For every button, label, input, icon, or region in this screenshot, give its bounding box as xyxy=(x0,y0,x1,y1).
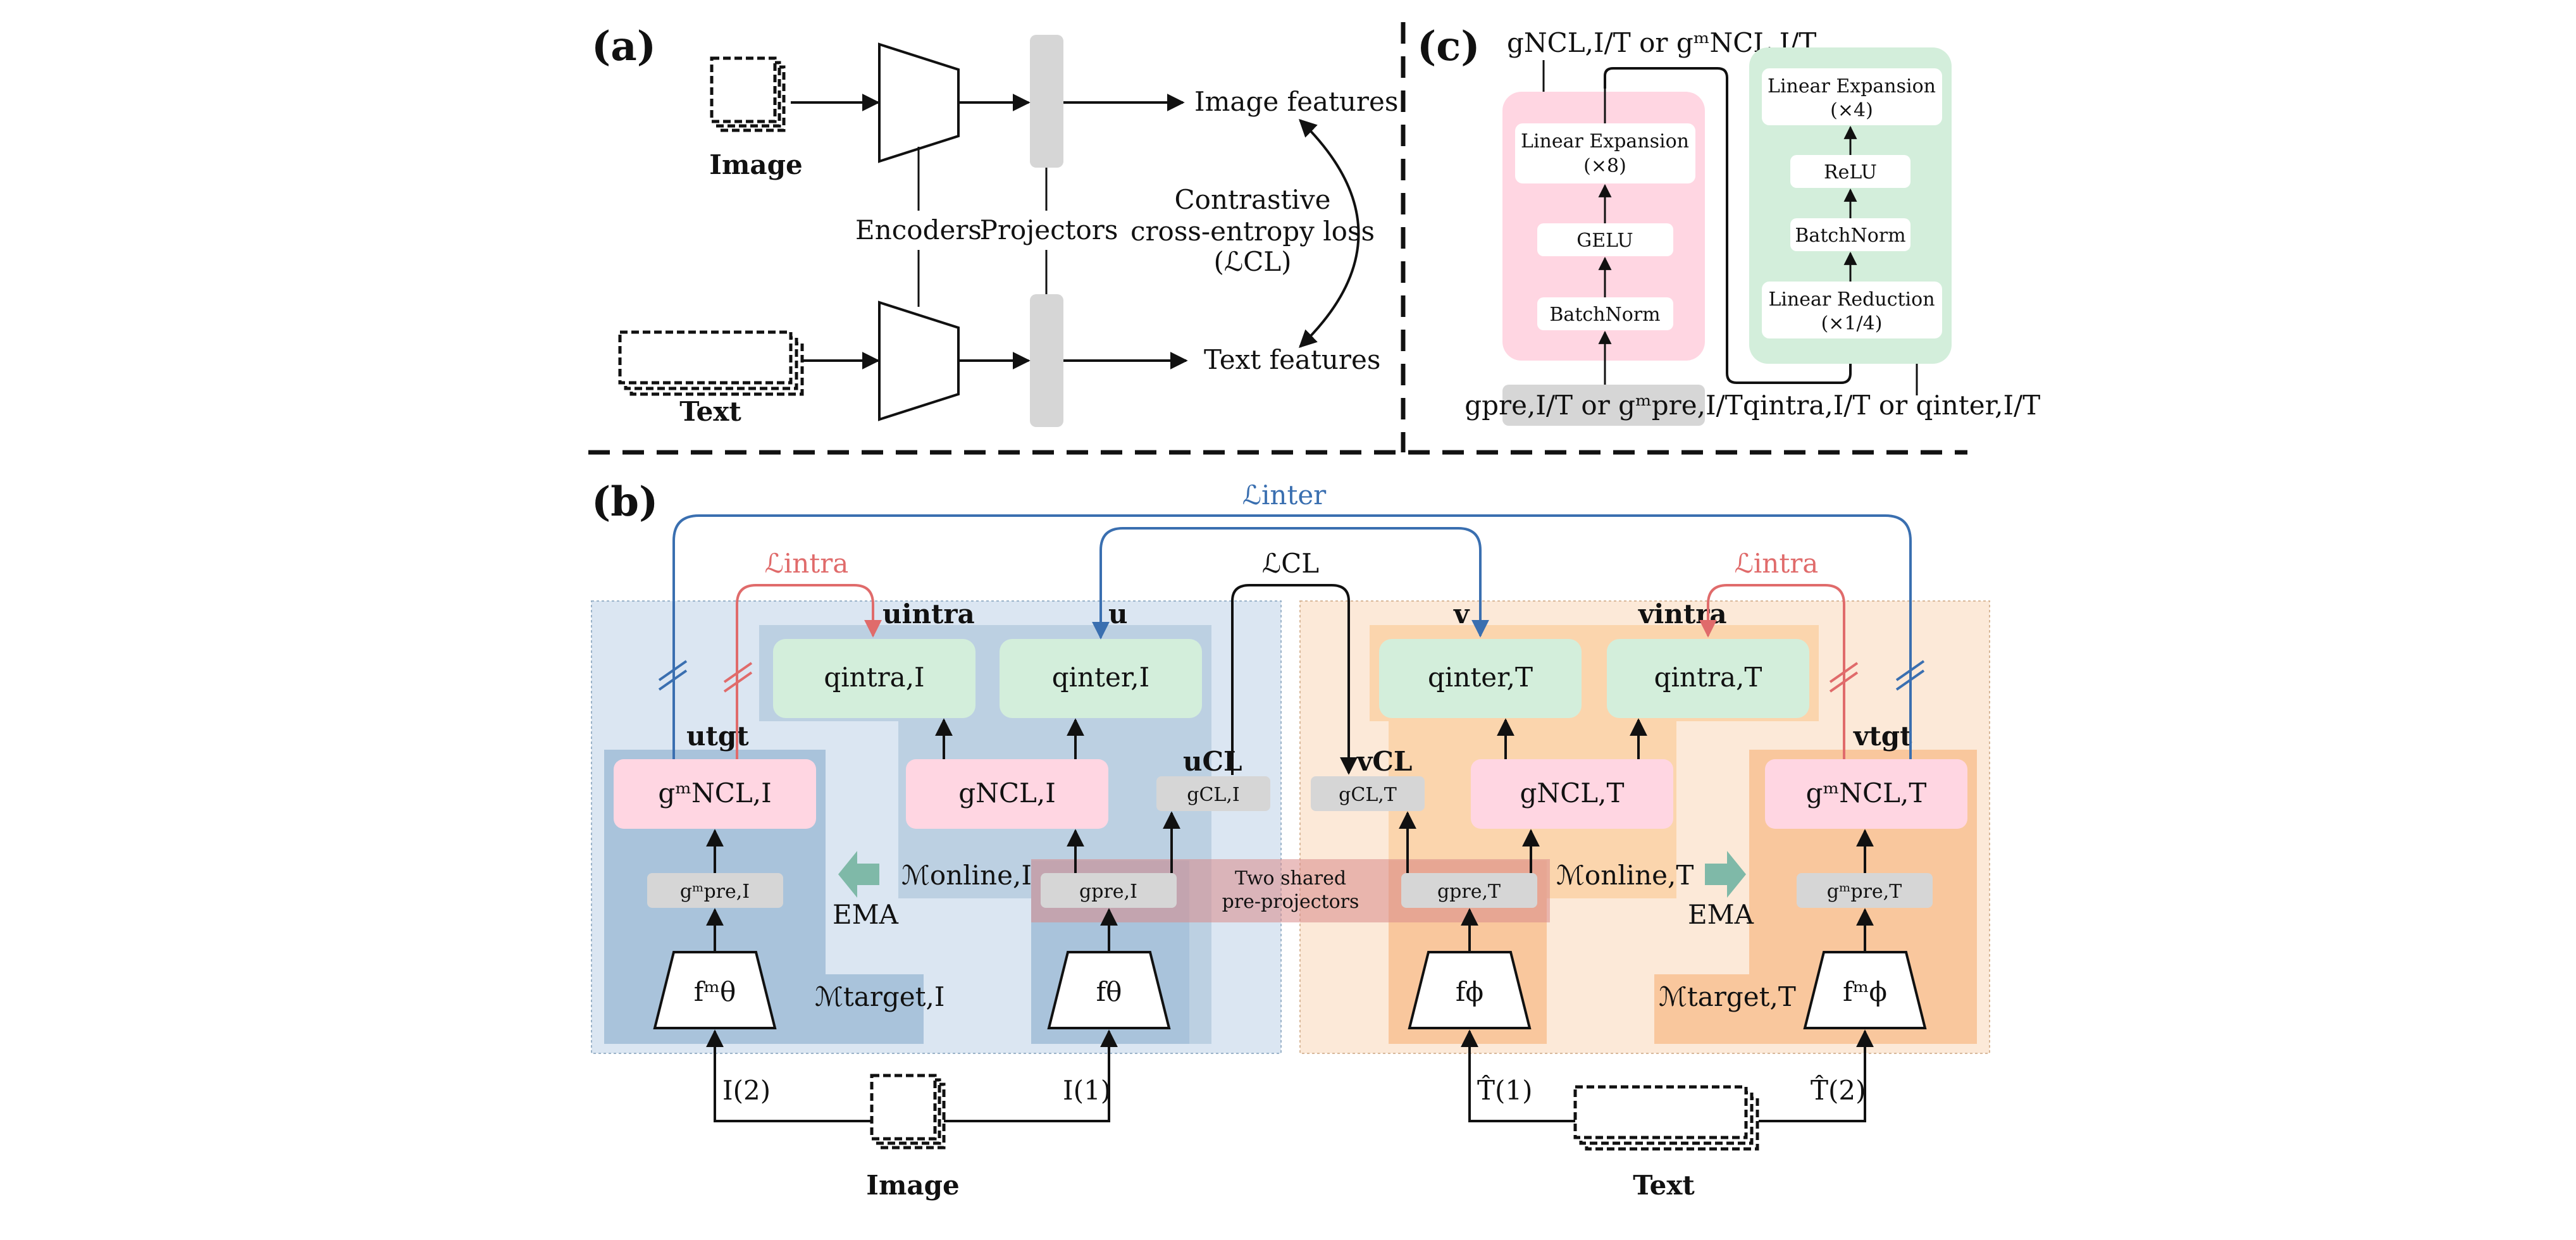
green-block-linear-reduction: Linear Reduction xyxy=(1768,288,1935,311)
g-pre-m-I-label: gᵐpre,I xyxy=(680,881,750,903)
panel-c-label: (c) xyxy=(1417,23,1480,70)
loss-cl-arrow xyxy=(1231,584,1358,775)
m-online-I-label: ℳonline,I xyxy=(901,860,1032,891)
g-cl-T-label: gCL,T xyxy=(1339,784,1397,806)
v-label: v xyxy=(1453,598,1470,629)
green-block-x1-4: (×1/4) xyxy=(1821,313,1883,335)
m-target-T-label: ℳtarget,T xyxy=(1659,981,1796,1012)
g-ncl-m-T-label: gᵐNCL,T xyxy=(1806,778,1927,809)
g-cl-I-block xyxy=(1156,776,1270,811)
g-ncl-m-T-block xyxy=(1765,759,1967,829)
g-pre-m-I-block xyxy=(647,873,783,908)
q-inter-I-block xyxy=(1000,639,1202,718)
bottom-image-stack-icon xyxy=(872,1076,944,1148)
panel-b-label: (b) xyxy=(591,478,658,526)
q-intra-T-block xyxy=(1607,639,1809,718)
panel-a-text-label: Text xyxy=(679,396,741,427)
image-stack-icon xyxy=(712,58,784,130)
image-projector-shape xyxy=(1030,35,1063,168)
green-block-relu: ReLU xyxy=(1824,161,1877,183)
v-intra-label: vintra xyxy=(1638,598,1727,629)
u-label: u xyxy=(1108,598,1128,629)
shared-line1: Two shared xyxy=(1235,867,1346,890)
ema-right-arrow xyxy=(1705,851,1746,898)
pink-block-x8: (×8) xyxy=(1583,155,1626,177)
green-block-batchnorm: BatchNorm xyxy=(1795,225,1905,247)
g-pre-I-block xyxy=(1041,873,1177,908)
loss-intra-left-label: ℒintra xyxy=(765,548,849,579)
panel-a-label: (a) xyxy=(591,23,656,70)
image-encoder-shape xyxy=(878,42,960,163)
T2-label: T̂(2) xyxy=(1811,1074,1866,1106)
ema-left-label: EMA xyxy=(833,899,899,930)
text-encoder-shape xyxy=(878,301,960,421)
f-phi-label: fϕ xyxy=(1456,976,1483,1007)
panel-a-image-label: Image xyxy=(709,149,802,180)
loss-inter-label: ℒinter xyxy=(1242,480,1327,511)
loss-line2: cross-entropy loss xyxy=(1130,216,1375,247)
g-pre-m-T-label: gᵐpre,T xyxy=(1827,881,1902,903)
m-online-T-label: ℳonline,T xyxy=(1556,860,1694,891)
I1-label: I(1) xyxy=(1063,1075,1111,1106)
g-cl-T-block xyxy=(1311,776,1425,811)
f-phi-m-label: fᵐϕ xyxy=(1843,976,1887,1007)
q-inter-T-label: qinter,T xyxy=(1428,662,1533,693)
encoders-label: Encoders xyxy=(855,214,982,245)
f-phi-encoder xyxy=(1408,951,1532,1029)
u-intra-label: uintra xyxy=(882,598,975,629)
q-intra-I-block xyxy=(773,639,975,718)
g-pre-m-T-block xyxy=(1797,873,1933,908)
pink-block-linear-expansion: Linear Expansion xyxy=(1521,130,1689,152)
bottom-image-label: Image xyxy=(866,1170,959,1201)
text-features-label: Text features xyxy=(1204,344,1380,375)
f-theta-label: fθ xyxy=(1096,976,1122,1007)
bottom-text-label: Text xyxy=(1633,1170,1695,1201)
loss-line1: Contrastive xyxy=(1175,184,1331,215)
g-pre-T-block xyxy=(1401,873,1537,908)
T1-label: T̂(1) xyxy=(1477,1074,1533,1106)
loss-curve-arrow xyxy=(1298,119,1360,348)
v-tgt-label: vtgt xyxy=(1853,721,1912,752)
g-ncl-I-label: gNCL,I xyxy=(958,778,1056,809)
q-intra-I-label: qintra,I xyxy=(824,662,924,693)
g-ncl-I-block xyxy=(906,759,1108,829)
green-block-x4: (×4) xyxy=(1830,99,1873,121)
q-inter-I-label: qinter,I xyxy=(1052,662,1150,693)
q-inter-T-block xyxy=(1379,639,1582,718)
g-ncl-T-block xyxy=(1471,759,1673,829)
text-projector-shape xyxy=(1030,294,1063,427)
ema-right-label: EMA xyxy=(1688,899,1754,930)
bottom-text-stack-icon xyxy=(1575,1087,1757,1149)
f-theta-m-encoder xyxy=(653,951,777,1029)
f-theta-encoder xyxy=(1047,951,1171,1029)
g-ncl-m-I-label: gᵐNCL,I xyxy=(658,778,771,809)
ema-left-arrow xyxy=(838,851,879,898)
u-tgt-label: utgt xyxy=(686,721,749,752)
projectors-label: Projectors xyxy=(980,214,1118,245)
text-stack-icon xyxy=(620,332,802,394)
m-target-I-label: ℳtarget,I xyxy=(815,981,944,1012)
g-ncl-T-label: gNCL,T xyxy=(1520,778,1624,809)
I2-label: I(2) xyxy=(722,1075,771,1106)
panel-c-right-output: qintra,I/T or qinter,I/T xyxy=(1743,390,2040,421)
pink-block-batchnorm: BatchNorm xyxy=(1549,304,1660,326)
g-cl-I-label: gCL,I xyxy=(1187,784,1239,806)
green-block-linear-expansion: Linear Expansion xyxy=(1768,75,1936,97)
image-features-label: Image features xyxy=(1194,86,1398,117)
loss-symbol: (ℒCL) xyxy=(1213,246,1291,277)
pink-input-box xyxy=(1502,385,1705,426)
loss-intra-right-label: ℒintra xyxy=(1735,548,1819,579)
panel-c-bottom-input: gpre,I/T or gᵐpre,I/T xyxy=(1464,390,1742,421)
f-theta-m-label: fᵐθ xyxy=(694,976,736,1007)
q-intra-T-label: qintra,T xyxy=(1654,662,1762,693)
loss-cl-label: ℒCL xyxy=(1262,548,1319,579)
pink-block-gelu: GELU xyxy=(1576,230,1633,252)
f-phi-m-encoder xyxy=(1803,951,1927,1029)
g-pre-I-label: gpre,I xyxy=(1079,881,1137,903)
shared-line2: pre-projectors xyxy=(1222,891,1359,913)
g-ncl-m-I-block xyxy=(614,759,816,829)
v-cl-label: vCL xyxy=(1356,746,1412,777)
g-pre-T-label: gpre,T xyxy=(1437,881,1501,903)
